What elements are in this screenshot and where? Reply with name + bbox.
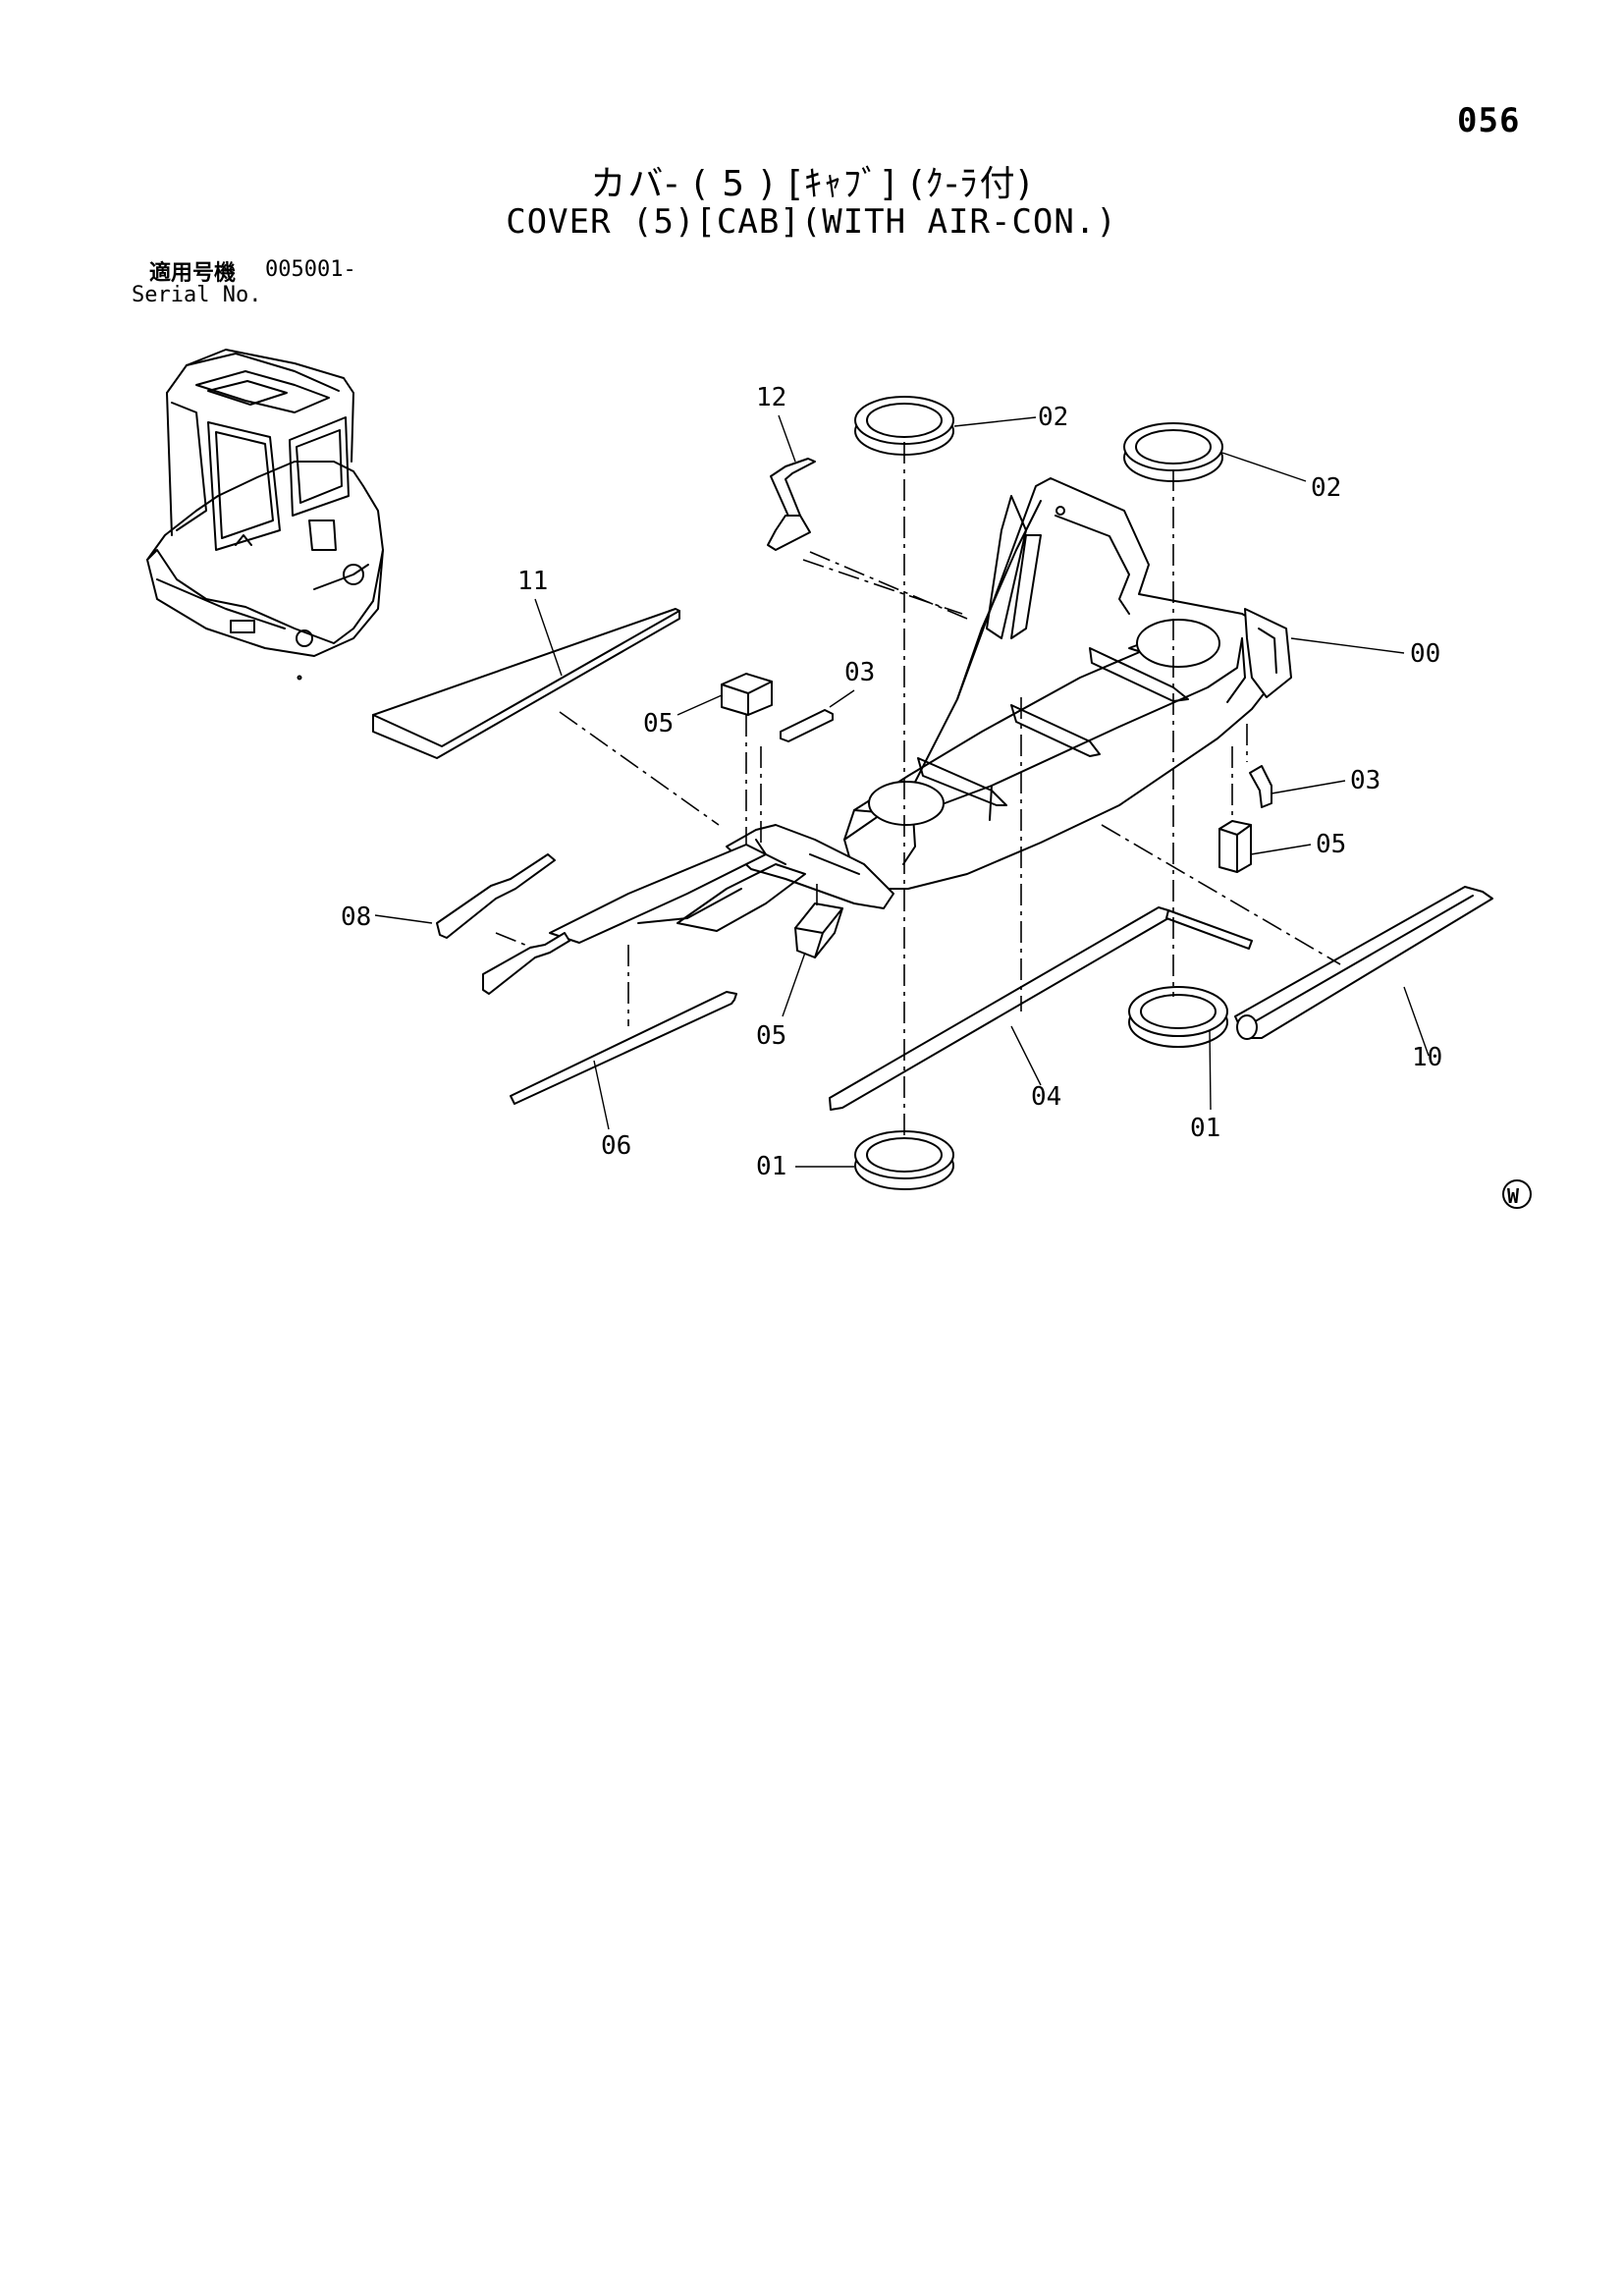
pad-part-03-upper (780, 709, 834, 742)
callout-06: 06 (601, 1131, 631, 1161)
callout-03-upper: 03 (844, 658, 875, 687)
bracket-part-12 (767, 458, 816, 551)
callout-10: 10 (1412, 1043, 1442, 1072)
ring-part-01-bottom (854, 1130, 954, 1190)
seal-part-10 (1234, 886, 1493, 1040)
strip-part-08-upper (436, 853, 556, 939)
callout-03-right: 03 (1350, 766, 1380, 795)
block-part-05-lower (794, 902, 843, 958)
strip-part-04 (829, 906, 1253, 1111)
ring-part-02-right (1123, 422, 1223, 482)
floor-cover-front-lip (676, 824, 894, 932)
callout-02-left: 02 (1038, 403, 1068, 432)
floor-cover-part-00 (843, 477, 1292, 890)
pad-part-03-right (1249, 765, 1272, 808)
leader-lines (374, 414, 1430, 1168)
callout-01-right: 01 (1190, 1114, 1220, 1143)
title-japanese: カバ- ( 5 ) [ｷｬﾌﾞ] (ｸ-ﾗ付) (590, 164, 1033, 204)
strip-part-08-lower (482, 932, 570, 995)
callout-00: 00 (1410, 639, 1440, 669)
callout-12: 12 (756, 383, 786, 412)
callout-labels: 00 02 02 03 03 05 05 05 08 06 04 01 01 1… (341, 383, 1442, 1181)
callout-01-bottom: 01 (756, 1152, 786, 1181)
callout-05-right: 05 (1316, 830, 1346, 859)
title-english: COVER (5)[CAB](WITH AIR-CON.) (506, 202, 1117, 242)
alignment-lines (495, 442, 1341, 1139)
strip-part-11 (372, 608, 680, 759)
serial-label-japanese: 適用号機 (149, 261, 237, 286)
ring-part-02-left (854, 396, 954, 456)
circled-w-icon: W (1502, 1179, 1532, 1209)
serial-number-value: 005001- (265, 257, 356, 282)
cab-overview-illustration (146, 349, 384, 681)
block-part-05-upper (721, 673, 773, 716)
callout-05-lower: 05 (756, 1021, 786, 1051)
circled-w-letter: W (1507, 1184, 1520, 1208)
floor-cover-left-arm (549, 844, 767, 944)
block-part-05-right (1218, 820, 1252, 873)
strip-part-06 (510, 991, 737, 1105)
page-number: 056 (1457, 101, 1521, 140)
serial-label-english: Serial No. (132, 283, 262, 307)
callout-11: 11 (517, 567, 548, 596)
callout-08: 08 (341, 902, 371, 932)
callout-05-upper: 05 (643, 709, 674, 738)
ring-part-01-right (1128, 986, 1228, 1048)
callout-02-right: 02 (1311, 473, 1341, 503)
callout-04: 04 (1031, 1082, 1061, 1112)
